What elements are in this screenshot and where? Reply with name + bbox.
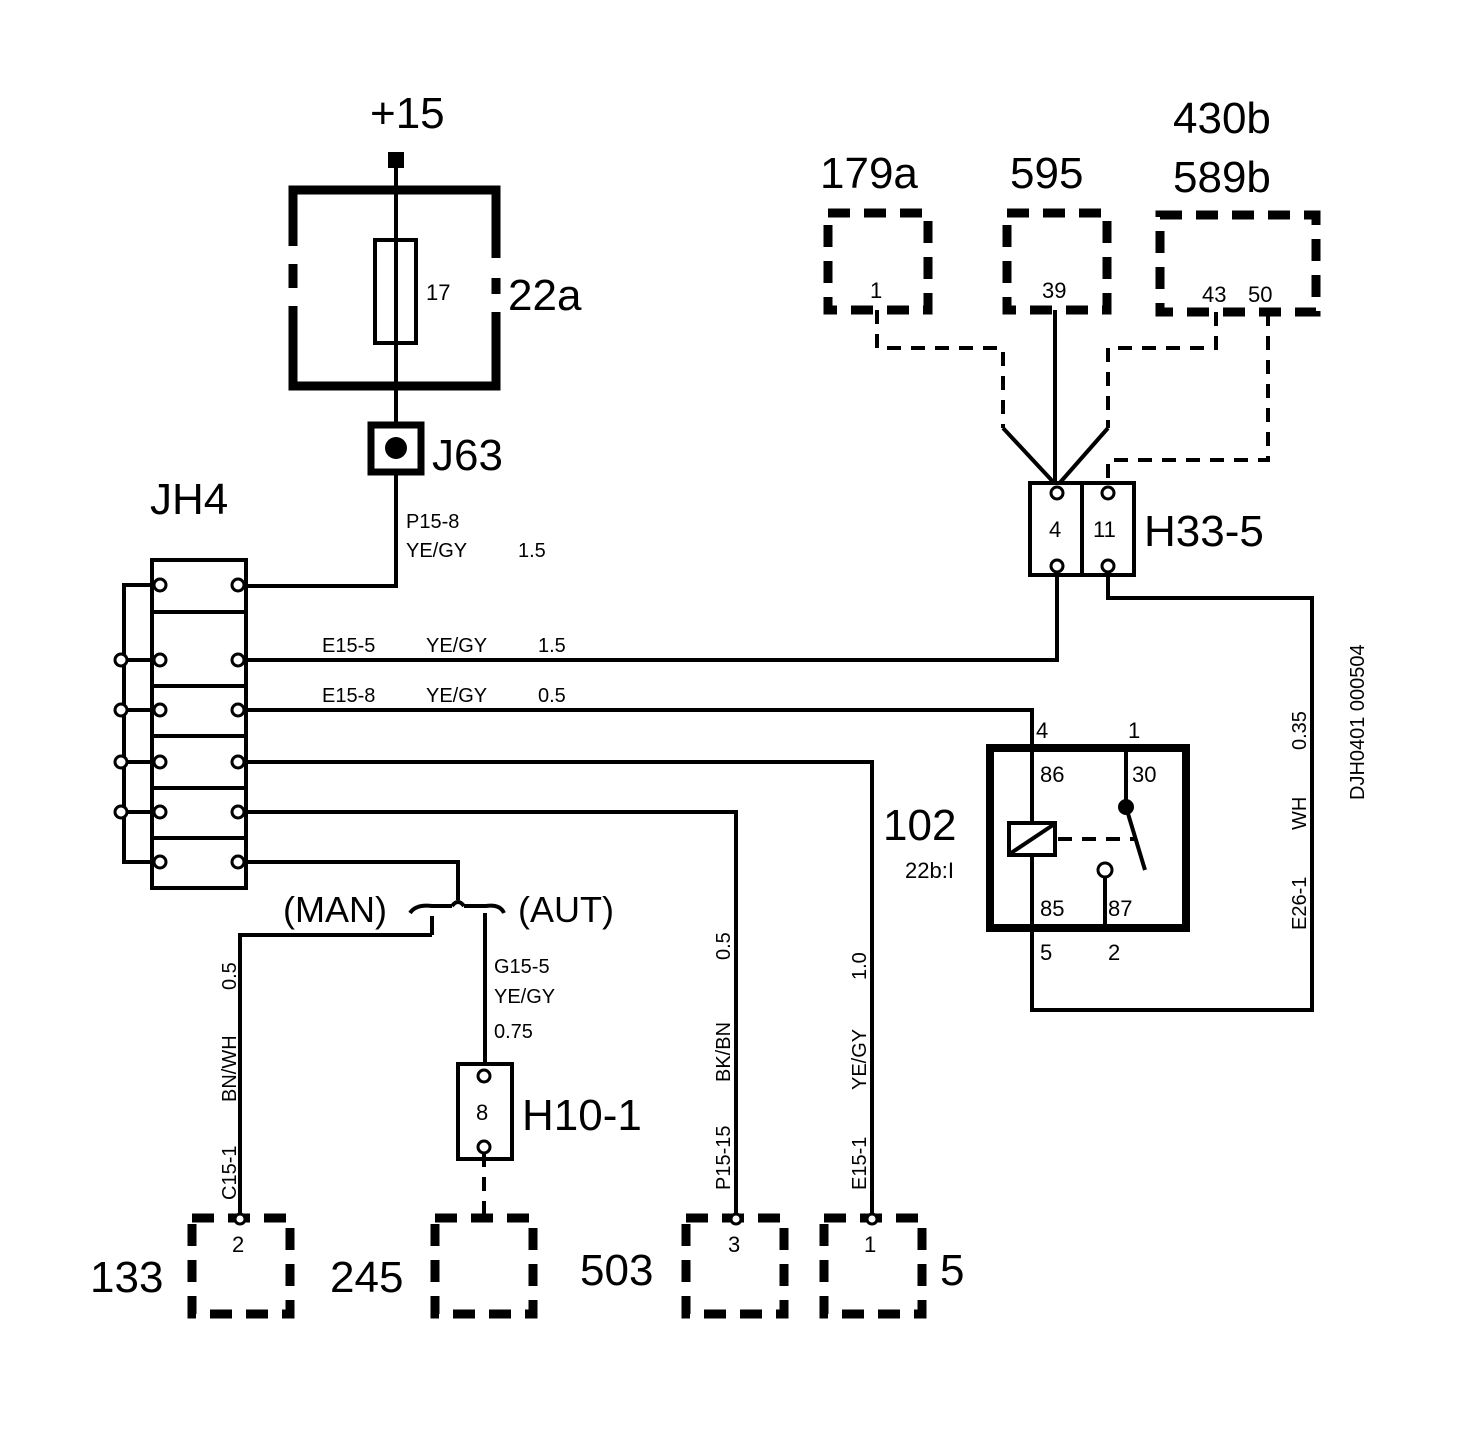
wire-e15-1 — [244, 760, 874, 1218]
h33-5-label: H33-5 — [1144, 507, 1264, 556]
relay-pin-87: 87 — [1108, 896, 1132, 921]
wire-e15-8-size: 0.5 — [538, 685, 566, 707]
svg-text:E15-1: E15-1 — [849, 1137, 871, 1190]
relay-102: 86 30 85 87 4 1 5 2 102 22b:I — [883, 718, 1190, 965]
connector-h33-5: 4 11 H33-5 — [1028, 481, 1264, 577]
h33-5-pin-4: 4 — [1049, 517, 1061, 542]
relay-location: 22b:I — [905, 858, 954, 883]
svg-text:C15-1: C15-1 — [219, 1146, 241, 1200]
wire-e15-8-color: YE/GY — [426, 685, 487, 707]
component-5-pin: 1 — [864, 1232, 876, 1257]
wire-e15-8-id: E15-8 — [322, 685, 375, 707]
relay-terminal-2: 2 — [1108, 940, 1120, 965]
component-503-pin: 3 — [728, 1232, 740, 1257]
component-503-label: 503 — [580, 1246, 653, 1295]
component-430b-589b: 430b 589b 43 50 — [1155, 94, 1321, 317]
component-595: 595 39 — [1002, 149, 1112, 315]
wire-to-switch — [244, 860, 460, 890]
switch-man-label: (MAN) — [283, 889, 387, 930]
component-179a-pin: 1 — [870, 278, 882, 303]
component-5: 1 5 — [819, 1212, 964, 1319]
connector-j63: J63 — [367, 421, 503, 480]
component-179a-label: 179a — [820, 149, 918, 198]
fuse-number: 17 — [426, 280, 450, 305]
component-589b-label: 589b — [1173, 153, 1271, 202]
component-5-label: 5 — [940, 1246, 964, 1295]
wire-e15-8 — [244, 708, 1034, 748]
component-430b-label: 430b — [1173, 94, 1271, 143]
man-aut-switch — [408, 890, 506, 935]
top-wiring — [875, 310, 1270, 488]
component-595-label: 595 — [1010, 149, 1083, 198]
svg-text:YE/GY: YE/GY — [849, 1029, 871, 1090]
wire-p15-15 — [244, 810, 738, 1218]
wire-e15-1-label: E15-1 YE/GY 1.0 — [849, 952, 871, 1190]
h33-5-pin-11: 11 — [1093, 517, 1116, 542]
j63-label: J63 — [432, 431, 503, 480]
drawing-id: DJH0401 000504 — [1347, 644, 1369, 800]
connector-h10-1: 8 H10-1 — [456, 1062, 642, 1161]
fuse-box-ref: 22a — [508, 271, 582, 320]
svg-text:0.35: 0.35 — [1289, 711, 1311, 750]
wire-e15-5 — [244, 572, 1059, 662]
wire-g15-5-size: 0.75 — [494, 1021, 533, 1043]
svg-text:1.0: 1.0 — [849, 952, 871, 980]
component-503: 3 503 — [580, 1212, 789, 1319]
wire-e26-1 — [1030, 572, 1314, 1012]
wire-c15-1-label: C15-1 BN/WH 0.5 — [219, 962, 241, 1200]
component-245-label: 245 — [330, 1253, 403, 1302]
relay-pin-86: 86 — [1040, 762, 1064, 787]
component-133-label: 133 — [90, 1253, 163, 1302]
wire-p15-8-id: P15-8 — [406, 511, 459, 533]
relay-terminal-4: 4 — [1036, 718, 1048, 743]
wire-p15-8-color: YE/GY — [406, 540, 467, 562]
svg-text:E26-1: E26-1 — [1289, 877, 1311, 930]
supply-terminal — [388, 152, 404, 168]
relay-pin-85: 85 — [1040, 896, 1064, 921]
svg-text:BN/WH: BN/WH — [219, 1035, 241, 1102]
svg-text:P15-15: P15-15 — [713, 1126, 735, 1191]
wire-p15-8-size: 1.5 — [518, 540, 546, 562]
wire-e15-5-color: YE/GY — [426, 635, 487, 657]
component-595-pin: 39 — [1042, 278, 1066, 303]
relay-ref: 102 — [883, 801, 956, 850]
component-430b-pin-43: 43 — [1202, 282, 1226, 307]
connector-jh4 — [113, 558, 248, 890]
wire-p15-15-label: P15-15 BK/BN 0.5 — [713, 932, 735, 1190]
wire-e26-1-label: E26-1 WH 0.35 — [1289, 711, 1311, 930]
wire-e15-5-id: E15-5 — [322, 635, 375, 657]
h10-1-label: H10-1 — [522, 1091, 642, 1140]
switch-aut-label: (AUT) — [518, 889, 614, 930]
wire-g15-5-color: YE/GY — [494, 986, 555, 1008]
wire-e15-5-size: 1.5 — [538, 635, 566, 657]
wire-p15-8 — [243, 472, 398, 588]
relay-pin-30: 30 — [1132, 762, 1156, 787]
fuse-box-22a: 17 22a — [288, 185, 582, 391]
component-245: 245 — [330, 1213, 538, 1319]
component-133-pin: 2 — [232, 1232, 244, 1257]
svg-text:WH: WH — [1289, 797, 1311, 830]
wire-c15-1 — [238, 933, 432, 1218]
h10-1-pin: 8 — [476, 1100, 488, 1125]
svg-text:BK/BN: BK/BN — [713, 1022, 735, 1082]
relay-terminal-5: 5 — [1040, 940, 1052, 965]
jh4-label: JH4 — [150, 475, 228, 524]
supply-label: +15 — [370, 89, 445, 138]
relay-terminal-1: 1 — [1128, 718, 1140, 743]
component-179a: 179a 1 — [820, 149, 933, 315]
component-430b-pin-50: 50 — [1248, 282, 1272, 307]
svg-text:0.5: 0.5 — [219, 962, 241, 990]
wire-g15-5-id: G15-5 — [494, 956, 550, 978]
svg-text:0.5: 0.5 — [713, 932, 735, 960]
component-133: 2 133 — [90, 1212, 295, 1319]
